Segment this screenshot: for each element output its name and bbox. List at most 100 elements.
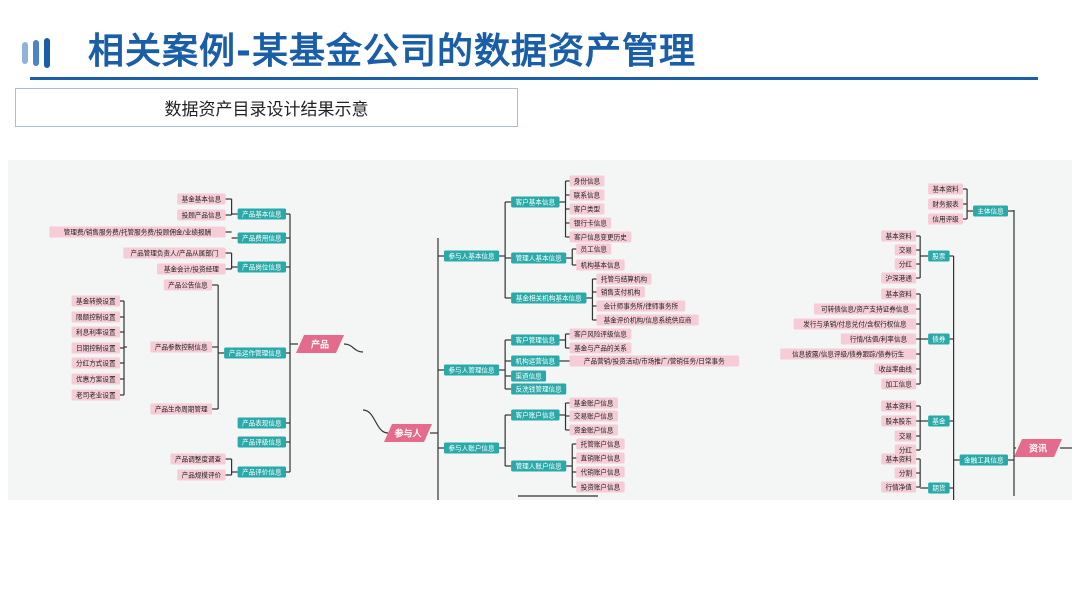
product-subleaf-4-label: 分红方式设置 — [76, 358, 116, 367]
participant-leaf-1-0-0-label: 客户风险评级信息 — [574, 329, 627, 338]
participant-leaf-2-1-1-label: 直销账户信息 — [581, 453, 621, 462]
product-leaf-6-0-label: 产品调整度调查 — [175, 454, 222, 463]
product-leaf-0-1: 投顾产品信息 — [177, 209, 226, 221]
product-leaf-1-0-label: 管理费/销售服务费/托管服务费/投顾佣金/业绩报酬 — [64, 227, 212, 236]
asset-leaf-1-1-6: 加工信息 — [881, 378, 917, 390]
asset-leaf-0-1-label: 财务报表 — [932, 199, 959, 208]
participant-branch-1: 参与人管理信息 — [444, 364, 500, 376]
asset-group-0-label: 股票 — [932, 252, 946, 260]
product-leaf-6-1: 产品规模评价 — [177, 469, 226, 481]
asset-leaf-1-1-0: 基本资料 — [881, 288, 917, 300]
participant-leaf-0-2-1: 销售支付机构 — [596, 286, 645, 298]
asset-leaf-1-1-4: 信息披露/信息评级/债券跟踪/债券衍生 — [780, 348, 917, 360]
asset-leaf-0-0-label: 基本资料 — [932, 184, 959, 193]
asset-leaf-1-0-1: 交易 — [894, 244, 917, 256]
participant-leaf-2-0-1: 交易账户信息 — [569, 410, 618, 422]
asset-group-2-label: 基金 — [932, 416, 946, 425]
participant-group-0-1-label: 管理人基本信息 — [516, 253, 563, 262]
participant-leaf-2-0-0-label: 基金账户信息 — [574, 398, 614, 407]
participant-group-1-3: 反洗钱管理信息 — [511, 383, 567, 395]
asset-leaf-1-1-6-label: 加工信息 — [885, 379, 912, 388]
product-subleaf-3: 日期控制设置 — [71, 342, 120, 354]
participant-leaf-0-1-1: 机构基本信息 — [576, 259, 625, 271]
asset-leaf-1-2-2-label: 交易 — [899, 431, 912, 440]
participant-leaf-0-0-3-label: 银行卡信息 — [574, 218, 607, 227]
participant-leaf-0-2-3-label: 基金评价机构/信息系统供应商 — [604, 315, 692, 324]
participant-group-1-0-label: 客户管理信息 — [516, 335, 556, 344]
participant-branch-0-label: 参与人基本信息 — [448, 251, 495, 260]
participant-leaf-0-2-0-label: 托管与结算机构 — [601, 274, 648, 283]
mindmap-canvas: 产品产品基本信息基金基本信息投顾产品信息产品费用信息管理费/销售服务费/托管服务… — [8, 160, 1072, 500]
participant-leaf-2-1-0-label: 托管账户信息 — [581, 439, 621, 448]
participant-branch-0: 参与人基本信息 — [444, 250, 500, 262]
participant-group-1-2-label: 渠道信息 — [515, 371, 542, 380]
asset-leaf-1-3-0-label: 基本资料 — [885, 454, 912, 463]
asset-leaf-1-1-1: 可转债信息/资产支持证券信息 — [813, 303, 917, 315]
participant-group-0-2-label: 基金相关机构基本信息 — [516, 293, 582, 302]
participant-branch-2-label: 参与人账户信息 — [448, 443, 495, 452]
product-leaf-0-0-label: 基金基本信息 — [182, 194, 222, 203]
subtitle-box: 数据资产目录设计结果示意 — [15, 88, 518, 127]
product-subleaf-0-label: 基金转换设置 — [76, 296, 116, 305]
asset-group-0: 股票 — [928, 250, 950, 262]
participant-leaf-2-1-1: 直销账户信息 — [576, 452, 625, 464]
asset-leaf-1-1-2: 发行与承销/付息兑付/含权行权信息 — [793, 318, 917, 330]
asset-group-1: 债券 — [928, 333, 950, 345]
participant-leaf-2-0-2: 资金账户信息 — [569, 424, 618, 436]
product-leaf-2-0-label: 产品管理负责人/产品从属部门 — [131, 248, 219, 257]
participant-leaf-0-2-3: 基金评价机构/信息系统供应商 — [596, 314, 699, 326]
participant-leaf-0-1-1-label: 机构基本信息 — [581, 260, 621, 269]
asset-leaf-1-0-3: 沪深港通 — [881, 272, 917, 284]
participant-leaf-2-1-0: 托管账户信息 — [576, 438, 625, 450]
product-subleaf-2: 利息利率设置 — [71, 326, 120, 338]
participant-leaf-0-0-0: 身份信息 — [569, 175, 605, 187]
participant-leaf-1-1-0: 产品营销/投资活动/市场推广/营销任务/日常事务 — [569, 355, 740, 367]
product-subleaf-6: 老司老业设置 — [71, 389, 120, 401]
participant-group-0-0: 客户基本信息 — [511, 196, 560, 208]
asset-leaf-1-1-2-label: 发行与承销/付息兑付/含权行权信息 — [803, 319, 907, 328]
asset-leaf-0-1: 财务报表 — [928, 198, 964, 210]
product-subleaf-6-label: 老司老业设置 — [76, 390, 116, 399]
product-leaf-3-1-label: 产品参数控制信息 — [155, 342, 208, 351]
product-branch-1-label: 产品费用信息 — [242, 233, 282, 242]
asset-leaf-1-1-5-label: 收益率曲线 — [879, 364, 912, 373]
product-branch-4-label: 产品表现信息 — [242, 418, 282, 427]
asset-leaf-1-3-1-label: 分割 — [899, 468, 913, 477]
asset-group-1-label: 债券 — [932, 334, 946, 343]
product-branch-1: 产品费用信息 — [237, 232, 286, 244]
product-branch-5-label: 产品评级信息 — [242, 437, 282, 446]
mindmap-diagram: 产品产品基本信息基金基本信息投顾产品信息产品费用信息管理费/销售服务费/托管服务… — [49, 175, 1072, 500]
asset-leaf-1-2-1: 股本股东 — [881, 415, 917, 427]
product-leaf-2-0: 产品管理负责人/产品从属部门 — [123, 247, 226, 259]
product-leaf-3-2-label: 产品生命周期管理 — [155, 404, 208, 413]
participant-leaf-0-0-2: 客户类型 — [569, 203, 605, 215]
participant-group-1-1: 机构运营信息 — [511, 355, 560, 367]
participant-group-0-0-label: 客户基本信息 — [516, 197, 556, 206]
asset-leaf-1-3-2: 行情净值 — [881, 481, 917, 493]
participant-leaf-2-0-2-label: 资金账户信息 — [574, 425, 614, 434]
product-leaf-1-0: 管理费/销售服务费/托管服务费/投顾佣金/业绩报酬 — [49, 226, 226, 238]
product-leaf-2-1-label: 基金会计/投资经理 — [164, 264, 219, 273]
product-leaf-0-0: 基金基本信息 — [177, 193, 226, 205]
product-leaf-3-0: 产品公告信息 — [163, 279, 213, 291]
product-tail-curve — [343, 343, 364, 353]
title-accent-bars — [22, 38, 50, 68]
participant-leaf-2-0-1-label: 交易账户信息 — [574, 411, 614, 420]
asset-leaf-1-0-2-label: 分红 — [899, 259, 913, 268]
participant-branch-2: 参与人账户信息 — [444, 442, 500, 454]
asset-leaf-1-1-3: 行情/估值/利率信息 — [840, 333, 917, 345]
participant-leaf-0-2-0: 托管与结算机构 — [596, 273, 652, 285]
participant-leaf-2-1-2: 代销账户信息 — [576, 466, 625, 478]
product-branch-3: 产品运作管理信息 — [224, 347, 286, 359]
asset-leaf-1-2-3-label: 分红 — [899, 445, 913, 454]
participant-group-0-1: 管理人基本信息 — [511, 252, 567, 264]
participant-leaf-0-0-0-label: 身份信息 — [574, 176, 601, 185]
asset-leaf-1-0-0-label: 基本资料 — [885, 231, 912, 240]
product-subleaf-2-label: 利息利率设置 — [76, 327, 116, 336]
product-branch-4: 产品表现信息 — [237, 417, 286, 429]
asset-branch-0: 主体信息 — [973, 205, 1008, 217]
asset-leaf-1-2-3: 分红 — [894, 444, 917, 456]
root-asset-label: 资讯 — [1029, 443, 1047, 455]
product-leaf-2-1: 基金会计/投资经理 — [157, 263, 226, 275]
participant-group-2-0-label: 客户账户信息 — [516, 410, 556, 419]
